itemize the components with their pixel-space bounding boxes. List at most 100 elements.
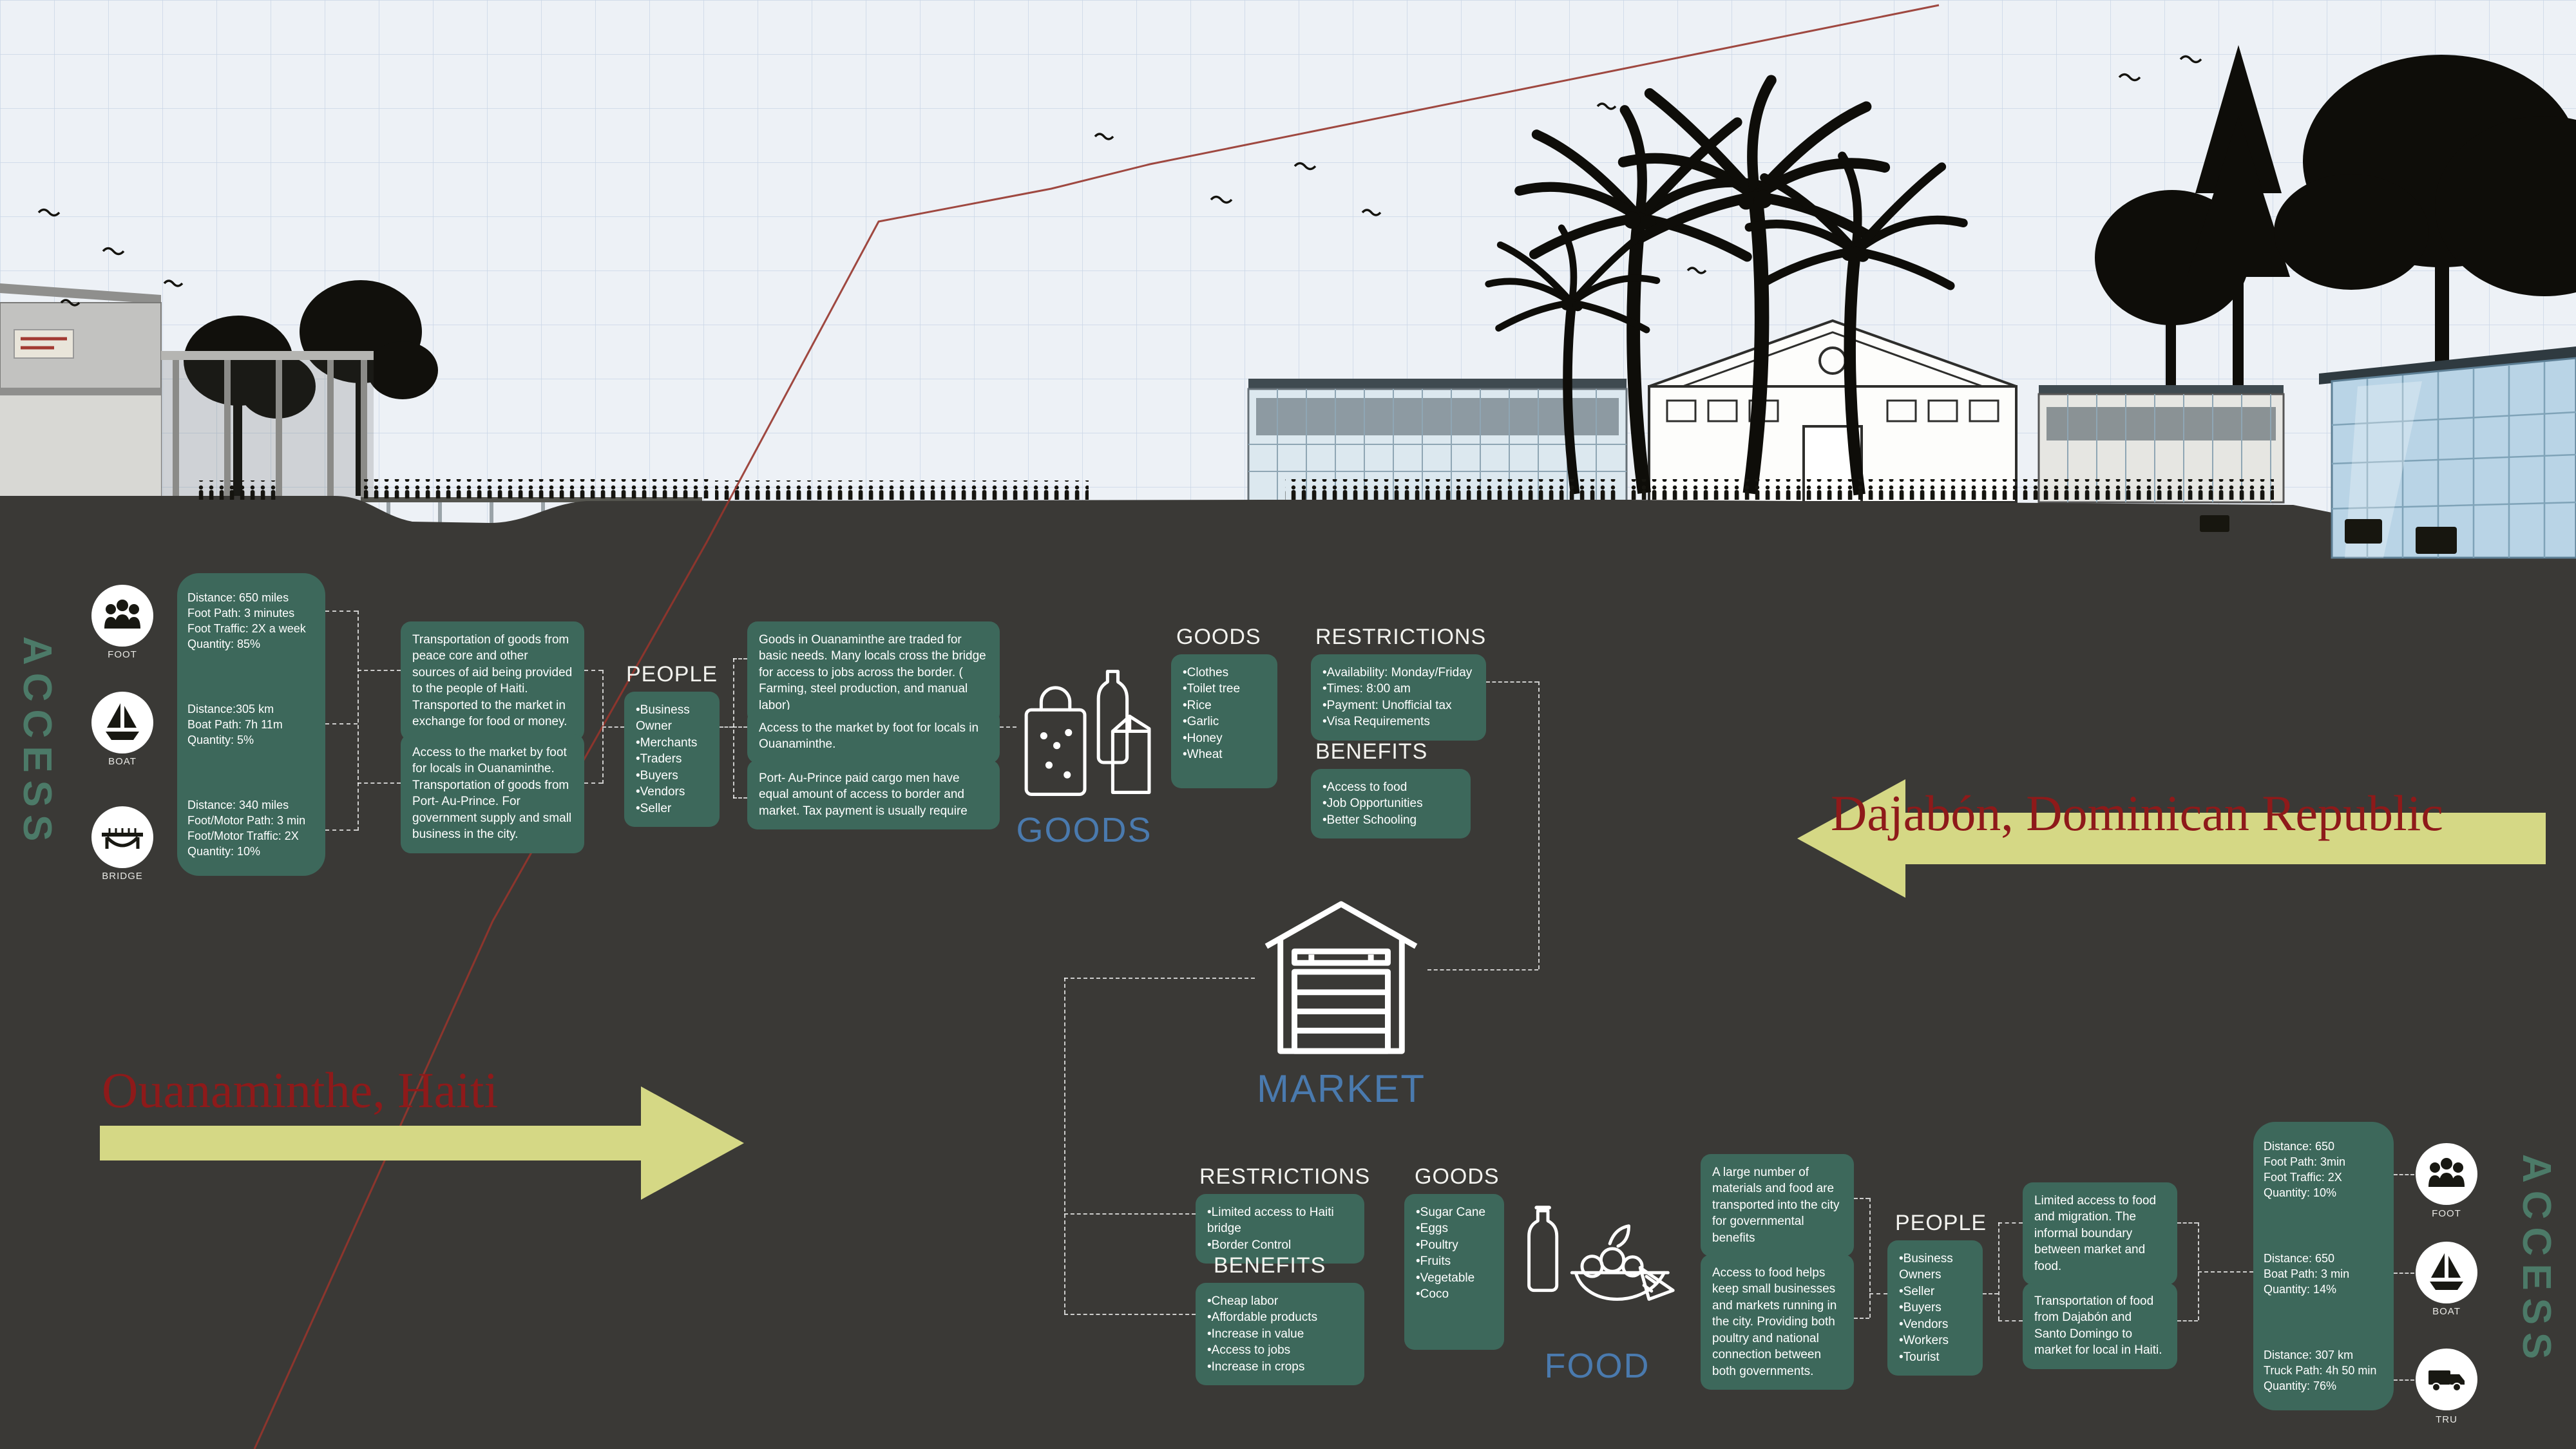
note-market-foot: Access to the market by foot for locals …	[747, 710, 1000, 763]
dashed-connector	[733, 658, 747, 659]
dashed-connector	[325, 723, 358, 724]
people-icon	[90, 583, 155, 648]
birds	[37, 55, 2202, 307]
note-aid: Transportation of goods from peace core …	[401, 621, 584, 741]
people-bottom-box: •Business Owners •Seller •Buyers •Vendor…	[1887, 1240, 1983, 1376]
crowds	[193, 479, 2274, 500]
dashed-connector	[1486, 681, 1538, 683]
dashed-connector	[1064, 978, 1065, 1314]
dashed-connector	[1854, 1318, 1869, 1319]
dashed-connector	[2394, 1273, 2414, 1274]
restrictions-top-box: •Availability: Monday/Friday •Times: 8:0…	[1311, 654, 1486, 741]
dashed-connector	[733, 797, 747, 799]
goods-bottom-box: •Sugar Cane •Eggs •Poultry •Fruits •Vege…	[1404, 1194, 1504, 1350]
left-mode-label-foot: FOOT	[108, 649, 137, 660]
dashed-connector	[1538, 681, 1540, 969]
dashed-connector	[733, 726, 747, 728]
dashed-connector	[325, 611, 358, 612]
dashed-connector	[1869, 1293, 1887, 1294]
note-cargo: Port- Au-Prince paid cargo men have equa…	[747, 760, 1000, 830]
goods-bottom-title: GOODS	[1415, 1164, 1500, 1189]
left-boat-stats: Distance:305 km Boat Path: 7h 11m Quanti…	[187, 702, 283, 747]
right-trees	[2095, 45, 2576, 496]
people-left-title: PEOPLE	[626, 662, 718, 687]
glass-wing-right	[2037, 385, 2285, 504]
blue-building	[2319, 346, 2576, 559]
left-trees	[184, 280, 438, 496]
dashed-connector	[2394, 1379, 2414, 1381]
goods-icon	[1016, 654, 1153, 808]
haiti-arrow-body	[100, 1126, 641, 1160]
left-access-stats: Distance: 650 miles Foot Path: 3 minutes…	[177, 573, 325, 876]
dashed-connector	[2177, 1222, 2198, 1224]
dashed-connector	[1064, 978, 1255, 979]
dashed-connector	[1998, 1222, 1999, 1320]
dashed-connector	[602, 726, 624, 728]
left-building	[0, 283, 162, 503]
central-market-building	[1648, 319, 2018, 504]
right-mode-label-truck: TRU	[2436, 1414, 2457, 1425]
dashed-connector	[325, 829, 358, 831]
restrictions-top-title: RESTRICTIONS	[1315, 625, 1487, 649]
dashed-connector	[1064, 1314, 1196, 1315]
dashed-connector	[584, 782, 602, 784]
note-goods-traded: Goods in Ouanaminthe are traded for basi…	[747, 621, 1000, 724]
left-mode-label-bridge: BRIDGE	[102, 871, 143, 882]
right-truck-stats: Distance: 307 km Truck Path: 4h 50 min Q…	[2264, 1348, 2377, 1392]
left-mode-label-boat: BOAT	[108, 756, 137, 767]
benefits-top-title: BENEFITS	[1315, 739, 1428, 764]
market-icon	[1255, 890, 1427, 1066]
benefits-top-box: •Access to food •Job Opportunities •Bett…	[1311, 769, 1471, 839]
left-bridge-stats: Distance: 340 miles Foot/Motor Path: 3 m…	[187, 798, 306, 858]
food-icon	[1515, 1195, 1679, 1335]
palm-trees	[1489, 80, 1963, 495]
people-bottom-title: PEOPLE	[1895, 1211, 1987, 1235]
dashed-connector	[2198, 1271, 2253, 1273]
haiti-arrow-head	[641, 1086, 744, 1200]
vehicles	[2200, 515, 2457, 554]
dashed-connector	[733, 658, 734, 799]
dashed-connector	[1427, 969, 1538, 971]
people-left-box: •Business Owner •Merchants •Traders •Buy…	[624, 692, 720, 828]
people-icon	[2414, 1142, 2479, 1206]
dr-arrow-head	[1797, 779, 1905, 898]
right-mode-label-foot: FOOT	[2432, 1208, 2461, 1219]
dashed-connector	[358, 611, 359, 831]
goods-top-title: GOODS	[1176, 625, 1261, 649]
dashed-connector	[1064, 1213, 1196, 1215]
dashed-connector	[358, 670, 401, 671]
dashed-connector	[720, 726, 733, 728]
right-access-title: ACCESS	[2514, 1154, 2559, 1367]
dashed-connector	[1854, 1198, 1869, 1199]
dashed-connector	[1000, 726, 1016, 728]
restrictions-bottom-box: •Limited access to Haiti bridge •Border …	[1196, 1194, 1364, 1264]
dashed-connector	[1983, 1293, 1998, 1294]
sailboat-icon	[90, 690, 155, 755]
note-food-access: Access to food helps keep small business…	[1701, 1255, 1854, 1390]
ground	[0, 496, 2576, 580]
note-transport: Transportation of food from Dajabón and …	[2023, 1283, 2177, 1369]
bridge-icon	[90, 805, 155, 869]
architectural-section	[0, 0, 2576, 580]
truck-icon	[2414, 1347, 2479, 1412]
market-label: MARKET	[1256, 1067, 1426, 1110]
restrictions-bottom-title: RESTRICTIONS	[1199, 1164, 1371, 1189]
right-access-stats: Distance: 650 Foot Path: 3min Foot Traff…	[2253, 1122, 2394, 1410]
dashed-connector	[1869, 1198, 1871, 1318]
right-boat-stats: Distance: 650 Boat Path: 3 min Quantity:…	[2264, 1251, 2350, 1296]
dashed-connector	[1998, 1320, 2023, 1321]
sky	[0, 0, 2576, 562]
goods-top-box: •Clothes •Toilet tree •Rice •Garlic •Hon…	[1171, 654, 1277, 788]
dashed-connector	[584, 670, 602, 671]
food-icon-label: FOOD	[1544, 1347, 1650, 1385]
note-materials: A large number of materials and food are…	[1701, 1154, 1854, 1257]
sailboat-icon	[2414, 1240, 2479, 1305]
right-foot-stats: Distance: 650 Foot Path: 3min Foot Traff…	[2264, 1140, 2346, 1200]
pavilion	[161, 351, 374, 500]
right-mode-label-boat: BOAT	[2432, 1306, 2461, 1317]
bridge	[361, 497, 702, 533]
goods-icon-label: GOODS	[1016, 811, 1152, 849]
dr-arrow-body	[1902, 813, 2546, 864]
dashed-connector	[2394, 1174, 2414, 1175]
glass-wing-left	[1247, 379, 1628, 504]
